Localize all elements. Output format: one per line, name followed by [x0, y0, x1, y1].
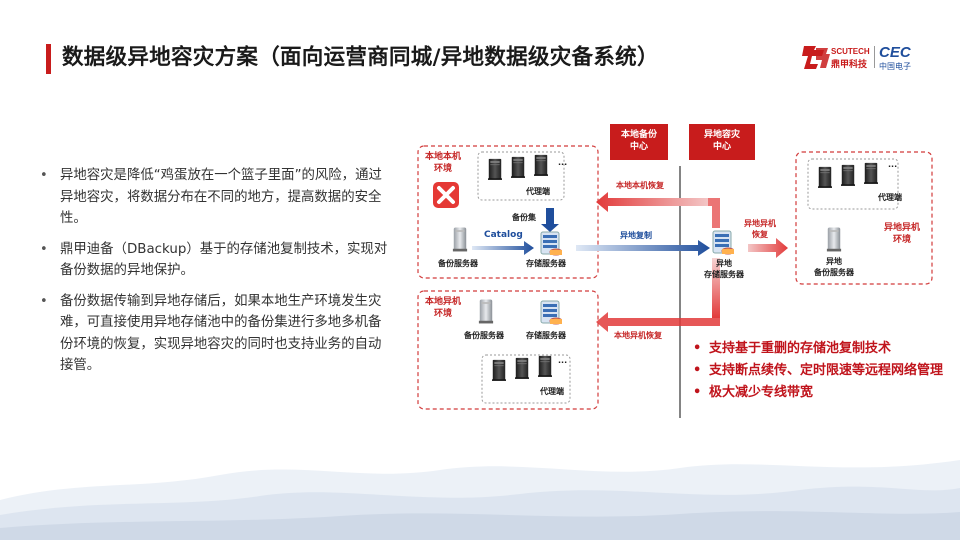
local-remote-env-box	[417, 290, 599, 410]
storage-server-label-lr: 存储服务器	[526, 331, 566, 340]
scutech-emblem-icon	[802, 46, 830, 69]
proxy-label-lr: 代理端	[540, 387, 564, 396]
local-backup-center-badge	[610, 124, 668, 160]
backup-set-label: 备份集	[512, 213, 536, 222]
proxy-label-local: 代理端	[526, 187, 550, 196]
local-backup-center-label: 本地备份 中心	[620, 130, 657, 152]
remote-storage-server-label: 异地 存储服务器	[704, 259, 744, 279]
proxy-label-remote: 代理端	[878, 193, 902, 202]
page-title: 数据级异地容灾方案（面向运营商同城/异地数据级灾备系统）	[62, 45, 659, 70]
mountain-background	[0, 420, 960, 540]
scutech-logo-text-bottom: 鼎甲科技	[831, 58, 868, 70]
proxy-ellipsis-lr: ...	[558, 356, 568, 365]
local-restore-arrow-label: 本地本机恢复	[616, 181, 664, 190]
feature-item: •支持基于重删的存储池复制技术	[693, 341, 892, 356]
scutech-logo-text-top: SCUTECH	[831, 47, 870, 56]
local-env-label: 本地本机 环境	[424, 152, 461, 174]
title-accent-bar	[46, 44, 51, 74]
remote-copy-arrow-label: 异地复制	[620, 231, 652, 240]
remote-env-label: 异地异机 环境	[883, 223, 920, 245]
feature-item: •支持断点续传、定时限速等远程网络管理	[693, 363, 944, 378]
bullet-list: •异地容灾是降低“鸡蛋放在一个篮子里面”的风险，通过异地容灾，将数据分布在不同的…	[40, 165, 390, 386]
feature-item: •极大减少专线带宽	[693, 385, 814, 400]
cec-logo: CEC 中国电子	[876, 42, 924, 72]
remote-dr-center-badge	[689, 124, 755, 160]
remote-dr-center-label: 异地容灾 中心	[703, 130, 740, 152]
scutech-logo: SCUTECH 鼎甲科技	[802, 42, 874, 72]
cec-logo-text-top: CEC	[879, 44, 912, 61]
cec-logo-text-bottom: 中国电子	[879, 61, 911, 71]
bullet-item: •异地容灾是降低“鸡蛋放在一个篮子里面”的风险，通过异地容灾，将数据分布在不同的…	[40, 168, 382, 226]
remote-backup-server-label: 异地 备份服务器	[814, 257, 854, 277]
dr-architecture-diagram: 本地备份 中心 异地容灾 中心 本地本机 环境 ... 代理端 备份集 Cata…	[408, 118, 953, 448]
local-remote-env-label: 本地异机 环境	[424, 297, 461, 319]
local-env-box	[417, 145, 599, 279]
remote-restore-arrow-label: 异地异机 恢复	[744, 219, 776, 239]
storage-server-label-local: 存储服务器	[526, 259, 566, 268]
logo-divider	[874, 46, 875, 68]
bullet-item: •备份数据传输到异地存储后，如果本地生产环境发生灾难，可直接使用异地存储池中的备…	[40, 293, 382, 374]
bullet-item: •鼎甲迪备（DBackup）基于的存储池复制技术，实现对备份数据的异地保护。	[40, 241, 388, 279]
feature-list: •支持基于重删的存储池复制技术 •支持断点续传、定时限速等远程网络管理 •极大减…	[693, 338, 953, 404]
backup-server-label-local: 备份服务器	[438, 259, 478, 268]
catalog-label: Catalog	[484, 230, 523, 240]
remote-env-box	[795, 151, 933, 285]
proxy-ellipsis: ...	[558, 158, 568, 167]
backup-server-label-lr: 备份服务器	[464, 331, 504, 340]
failure-x-icon	[433, 182, 459, 208]
local-remote-restore-arrow-label: 本地异机恢复	[614, 331, 662, 340]
proxy-ellipsis-remote: ...	[888, 160, 898, 169]
